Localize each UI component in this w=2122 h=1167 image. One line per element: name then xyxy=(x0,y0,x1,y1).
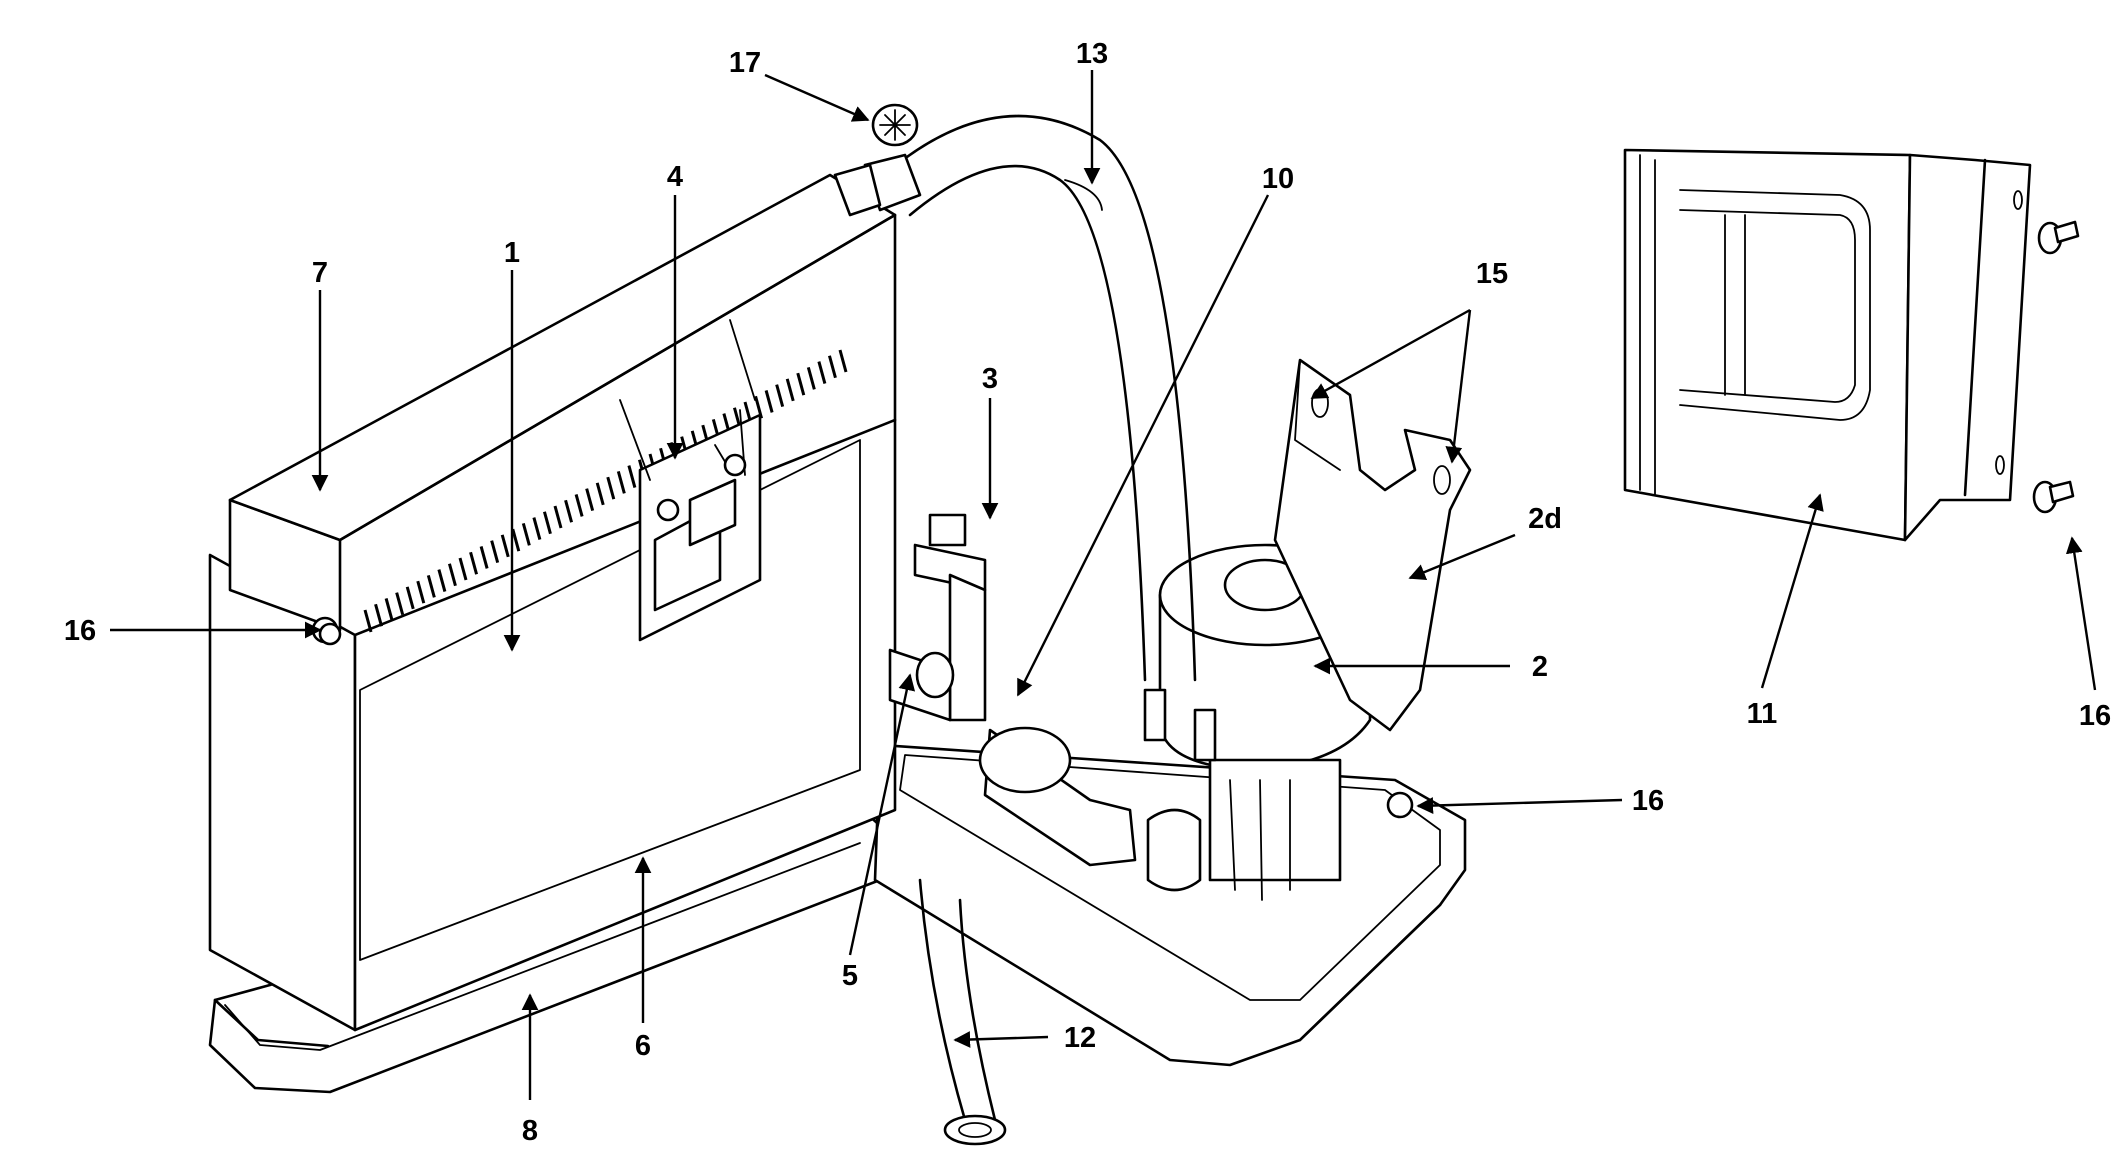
grille-slot xyxy=(817,361,827,384)
grille-slot xyxy=(426,574,436,598)
callout-12: 12 xyxy=(1064,1022,1096,1054)
grille-slot xyxy=(827,355,837,379)
grille-slot xyxy=(395,592,405,616)
grille-slot xyxy=(574,494,584,517)
grille-slot xyxy=(532,517,542,540)
water-hose xyxy=(888,114,1197,682)
grille-slot xyxy=(363,609,373,633)
callout-2d: 2d xyxy=(1528,503,1562,535)
grille-slot xyxy=(553,505,563,529)
grille-slot xyxy=(606,476,616,500)
callout-16-left: 16 xyxy=(64,615,96,647)
grille-slot xyxy=(416,580,426,604)
leader-lines xyxy=(110,70,2097,1100)
grille-slot xyxy=(405,586,415,610)
grille-slot xyxy=(775,384,785,408)
grille-slot xyxy=(458,557,468,581)
callout-16-cover: 16 xyxy=(2079,700,2111,732)
callout-1: 1 xyxy=(504,237,520,269)
grille-slot xyxy=(764,390,774,413)
callout-4: 4 xyxy=(667,161,683,193)
evaporator-plate xyxy=(208,173,897,1032)
grille-slot xyxy=(585,488,595,512)
callout-6: 6 xyxy=(635,1030,651,1062)
callout-2: 2 xyxy=(1532,651,1548,683)
callout-8: 8 xyxy=(522,1115,538,1147)
callout-17: 17 xyxy=(729,47,761,79)
callout-7: 7 xyxy=(312,257,328,289)
callout-3: 3 xyxy=(982,363,998,395)
grille-slot xyxy=(521,522,531,546)
grille-slot xyxy=(627,465,637,488)
grille-slot xyxy=(806,366,816,390)
grille-slot xyxy=(796,372,806,396)
thumbscrew xyxy=(871,103,919,147)
grille-slot xyxy=(838,349,848,373)
grille-slot xyxy=(500,534,510,558)
drain-tube xyxy=(918,878,1007,1146)
callout-10: 10 xyxy=(1262,163,1294,195)
grille-slot xyxy=(490,540,500,564)
hose-clamp xyxy=(833,153,922,217)
cover-screws xyxy=(2032,220,2080,514)
grille-slot xyxy=(437,569,447,592)
callout-11: 11 xyxy=(1747,698,1778,730)
valve-assembly xyxy=(888,513,987,722)
front-cover xyxy=(1623,148,2032,542)
callout-15: 15 xyxy=(1476,258,1508,290)
grille-slot xyxy=(479,546,489,569)
grille-slot xyxy=(511,528,521,552)
callout-16-tray: 16 xyxy=(1632,785,1664,817)
grille-slot xyxy=(616,470,626,494)
grille-slot xyxy=(542,511,552,535)
grille-slot xyxy=(447,563,457,587)
grille-slot xyxy=(374,603,384,627)
callout-13: 13 xyxy=(1076,38,1108,70)
grille-slot xyxy=(384,598,394,621)
mounting-bracket xyxy=(1273,358,1472,732)
grille-slot xyxy=(595,482,605,506)
grille-slot xyxy=(564,499,574,523)
grille-slot xyxy=(785,378,795,402)
reservoir-tray xyxy=(873,743,1467,1067)
control-module xyxy=(619,319,762,642)
callout-5: 5 xyxy=(842,960,858,992)
grille-slot xyxy=(469,551,479,575)
filter-cylinder xyxy=(978,726,1137,867)
callout-labels: 17 13 10 4 7 1 15 3 2d 16 2 16 5 6 12 8 … xyxy=(64,38,2111,1147)
